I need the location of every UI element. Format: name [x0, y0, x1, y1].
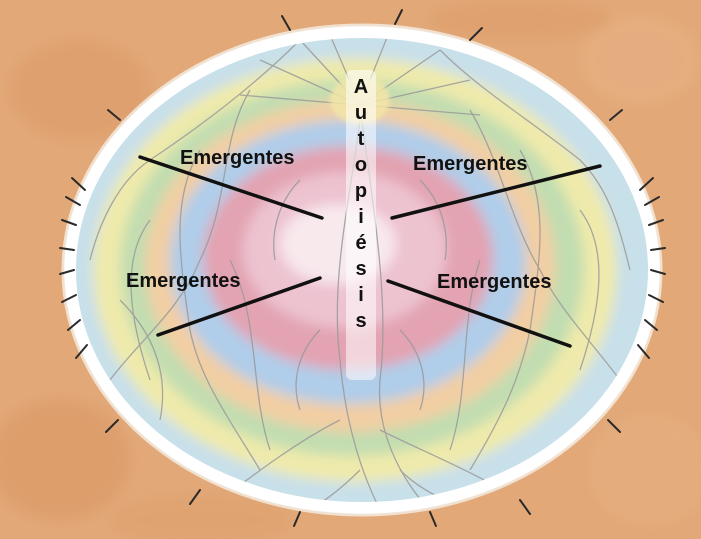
letter: s	[350, 256, 372, 282]
letter: u	[350, 100, 372, 126]
label-emergentes-top-right: Emergentes	[413, 154, 528, 174]
letter: p	[350, 178, 372, 204]
letter: s	[350, 308, 372, 334]
label-emergentes-top-left: Emergentes	[180, 148, 295, 168]
label-emergentes-bottom-right: Emergentes	[437, 272, 552, 292]
label-emergentes-bottom-left: Emergentes	[126, 271, 241, 291]
letter: o	[350, 152, 372, 178]
letter: A	[350, 74, 372, 100]
letter: é	[350, 230, 372, 256]
letter: t	[350, 126, 372, 152]
vertical-word-autopoiesis: A u t o p i é s i s	[350, 74, 372, 334]
letter: i	[350, 282, 372, 308]
letter: i	[350, 204, 372, 230]
